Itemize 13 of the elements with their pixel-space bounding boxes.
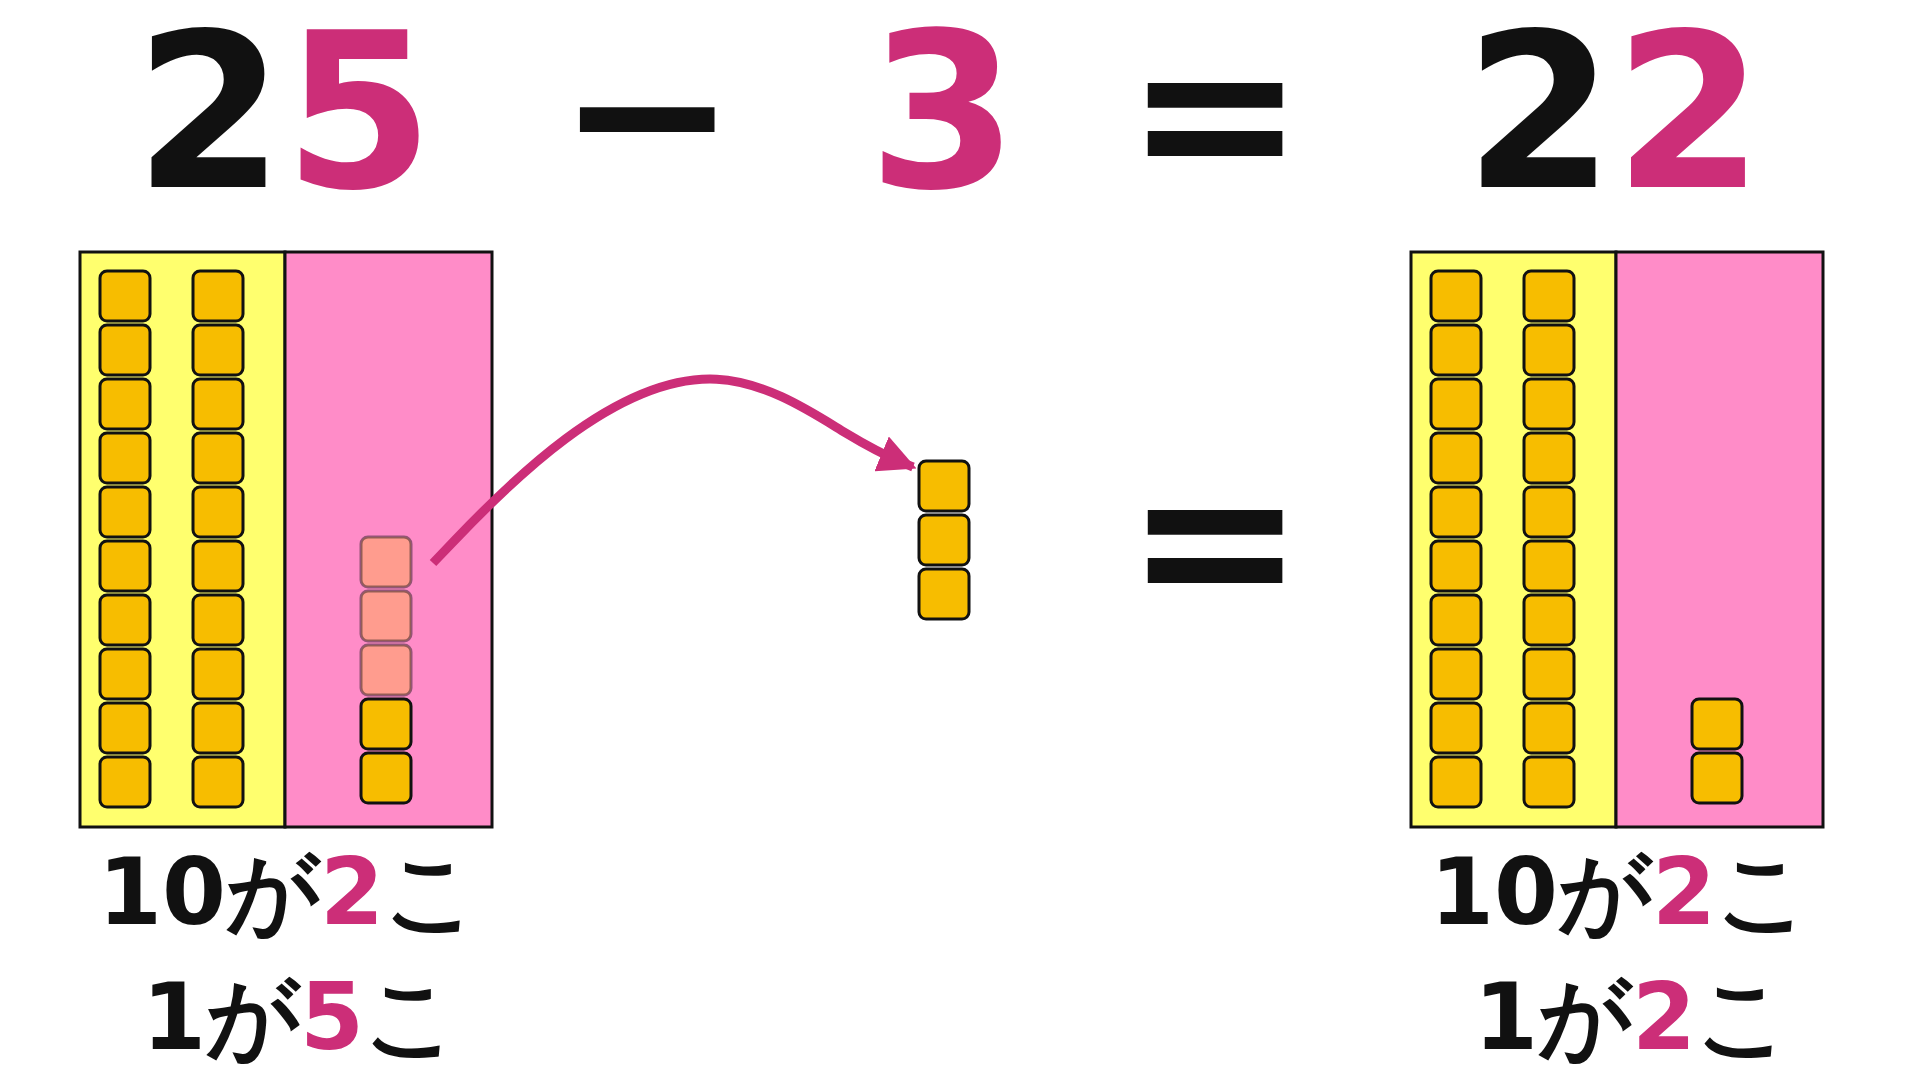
number: 25 [134,4,434,220]
place-value-text: 1が2こ [1474,972,1790,1064]
place-value-text: 10が2こ [1430,847,1810,939]
number: 3 [868,4,1018,220]
equals-sign: = [1124,4,1306,220]
removed-cube-stack [359,535,413,697]
equals-sign: = [1124,431,1306,647]
number: 22 [1464,4,1764,220]
curved-arrow [429,374,917,567]
minus-sign: − [556,4,738,220]
place-value-text: 1が5こ [142,972,458,1064]
cube-stack [917,459,971,621]
place-value-text: 10が2こ [98,847,478,939]
